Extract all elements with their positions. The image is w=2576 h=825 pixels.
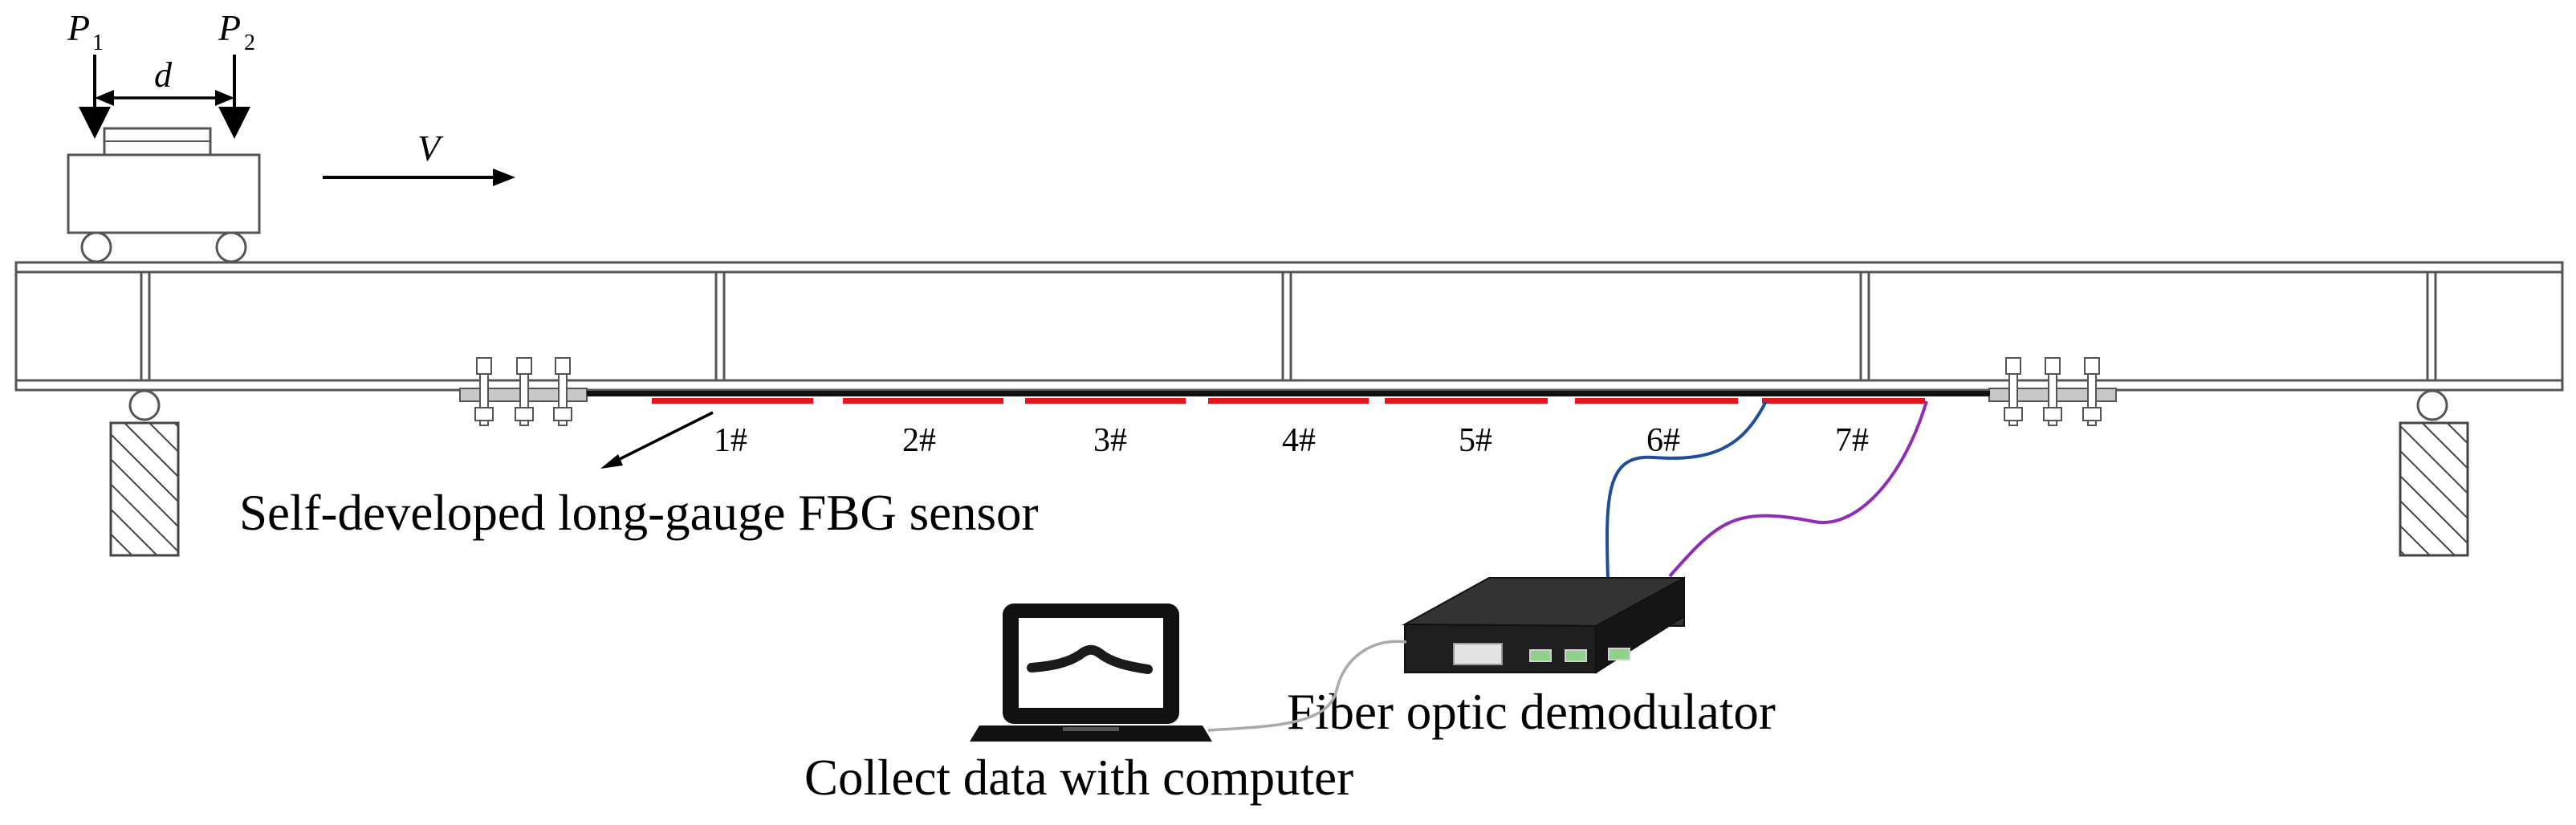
fbg-sensor-5	[1385, 398, 1548, 404]
stiffener	[140, 270, 151, 382]
stiffener	[1859, 270, 1870, 382]
velocity-arrow	[323, 169, 515, 186]
d-label: d	[154, 55, 173, 95]
vehicle-wheel-rear	[215, 231, 247, 263]
velocity-label: V	[417, 128, 444, 169]
fbg-sensor-4	[1208, 398, 1369, 404]
laptop-computer	[970, 604, 1212, 742]
load-vehicle	[67, 127, 261, 263]
support-left	[109, 389, 180, 557]
vehicle-body	[67, 153, 261, 234]
p1-label: P	[67, 7, 90, 48]
p2-label: P	[218, 7, 241, 48]
support-right	[2399, 389, 2469, 557]
demodulator-display	[1453, 643, 1503, 665]
axle-loads	[79, 55, 250, 139]
fbg-carrier-line	[587, 391, 1990, 396]
fbg-sensor-3	[1025, 398, 1186, 404]
fiber-cable-blue	[1605, 400, 1768, 580]
demodulator-port	[1565, 649, 1587, 662]
sensor-label-7: 7#	[1835, 422, 1869, 459]
p2-subscript: 2	[244, 30, 255, 55]
anchor-left	[459, 357, 588, 426]
computer-caption: Collect data with computer	[804, 750, 1353, 806]
demodulator-port	[1608, 648, 1630, 660]
fbg-sensor-7	[1762, 398, 1925, 404]
sensor-label-4: 4#	[1282, 422, 1316, 459]
fbg-sensor-group: 1# 2# 3# 4# 5# 6# 7#	[652, 398, 1925, 459]
sensor-label-1: 1#	[714, 422, 747, 459]
beam-bottom-flange	[14, 379, 2564, 392]
stiffener	[1281, 270, 1292, 382]
fbg-sensor-2	[843, 398, 1003, 404]
fiber-optic-demodulator	[1402, 576, 1685, 674]
sensor-pointer-arrow	[609, 411, 714, 465]
fiber-cable-purple	[1668, 400, 1928, 578]
beam-stiffeners	[140, 270, 2437, 382]
anchor-right	[1988, 357, 2117, 426]
laptop-screen-waveform	[1027, 644, 1153, 674]
vehicle-wheel-front	[80, 231, 112, 263]
beam-top-flange	[14, 261, 2564, 274]
sensor-caption: Self-developed long-gauge FBG sensor	[239, 485, 1039, 541]
sensor-label-2: 2#	[902, 422, 936, 459]
p1-subscript: 1	[92, 30, 104, 55]
sensor-label-6: 6#	[1646, 422, 1680, 459]
sensor-label-5: 5#	[1459, 422, 1492, 459]
fbg-sensor-1	[652, 398, 813, 404]
demodulator-port	[1529, 649, 1552, 662]
sensor-label-3: 3#	[1093, 422, 1127, 459]
data-cable	[1207, 640, 1407, 732]
laptop-base	[970, 725, 1212, 742]
demodulator-caption: Fiber optic demodulator	[1287, 684, 1776, 740]
fbg-sensor-6	[1575, 398, 1738, 404]
stiffener	[714, 270, 726, 382]
stiffener	[2426, 270, 2437, 382]
